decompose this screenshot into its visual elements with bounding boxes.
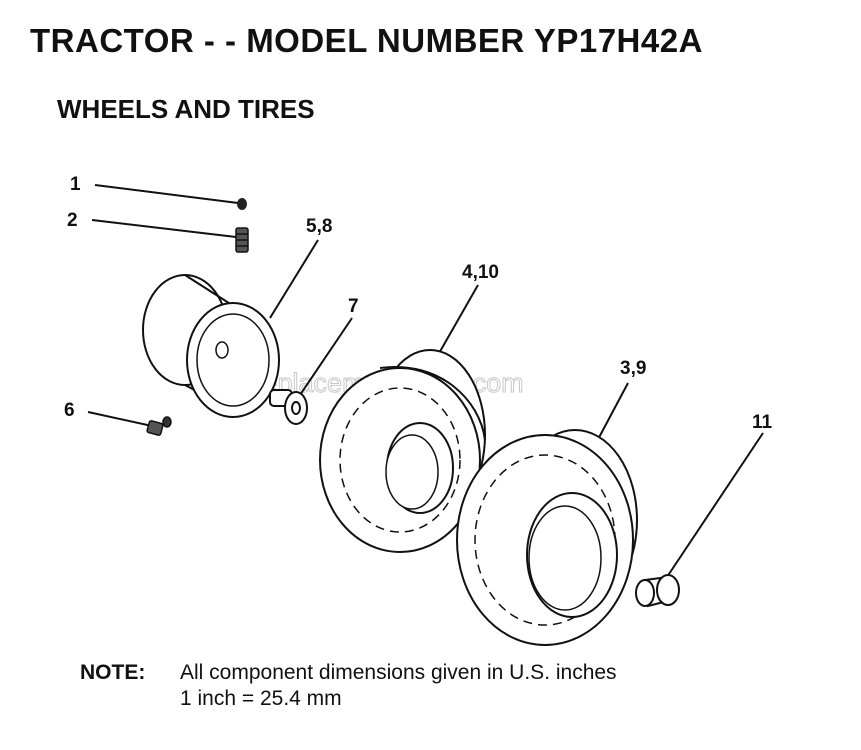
callout-2: 2 bbox=[67, 210, 78, 231]
leader-line-2 bbox=[91, 219, 237, 238]
valve-stem-part bbox=[235, 227, 249, 253]
callout-3-9: 3,9 bbox=[620, 358, 646, 379]
callout-4-10: 4,10 bbox=[462, 262, 499, 283]
valve-cap-part bbox=[237, 198, 247, 210]
wheel-rim-part bbox=[142, 274, 280, 418]
callout-7: 7 bbox=[348, 296, 359, 317]
leader-line-4-10 bbox=[437, 284, 479, 356]
leader-line-7 bbox=[299, 317, 353, 396]
rear-tire-part bbox=[456, 429, 638, 646]
note-line-2: 1 inch = 25.4 mm bbox=[180, 687, 342, 710]
callout-1: 1 bbox=[70, 174, 81, 195]
note-label: NOTE: bbox=[80, 661, 146, 684]
note-line-1: All component dimensions given in U.S. i… bbox=[180, 661, 617, 684]
leader-line-1 bbox=[94, 184, 239, 204]
front-tire-part bbox=[319, 349, 486, 553]
page-title: TRACTOR - - MODEL NUMBER YP17H42A bbox=[30, 22, 703, 59]
dimension-note: NOTE: All component dimensions given in U… bbox=[80, 660, 617, 712]
leader-line-11 bbox=[664, 432, 764, 581]
leader-line-3-9 bbox=[594, 382, 629, 446]
hub-bushing-part bbox=[635, 574, 680, 608]
lug-bolt-part bbox=[146, 416, 172, 436]
section-title: WHEELS AND TIRES bbox=[57, 94, 315, 124]
bushing-part bbox=[269, 389, 308, 425]
leader-line-6 bbox=[87, 411, 153, 427]
callout-11: 11 bbox=[752, 412, 773, 433]
leader-line-5-8 bbox=[269, 239, 319, 319]
callout-5-8: 5,8 bbox=[306, 216, 332, 237]
callout-6: 6 bbox=[64, 400, 75, 421]
